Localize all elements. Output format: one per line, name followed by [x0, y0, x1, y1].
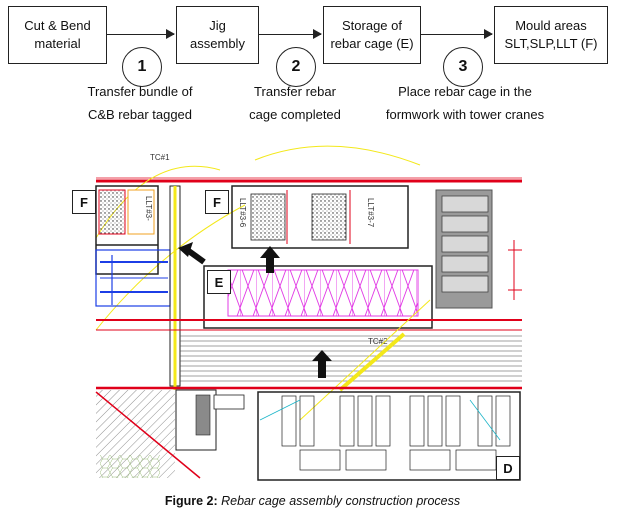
area-d-bays	[281, 395, 511, 471]
box-jig-line1: Jig	[209, 18, 226, 33]
llt-left-label: LLT#3-	[144, 196, 153, 221]
label-f-mid-text: F	[213, 194, 221, 210]
area-d	[257, 391, 521, 481]
step-3-number: 3	[458, 58, 468, 75]
box-mould-line1: Mould areas	[515, 18, 587, 33]
step-2-number: 2	[291, 58, 301, 75]
label-e: E	[207, 270, 231, 294]
step-1-caption-line1: Transfer bundle of	[87, 84, 193, 99]
box-mould-areas: Mould areas SLT,SLP,LLT (F)	[494, 6, 608, 64]
box-storage-line1: Storage of	[342, 18, 402, 33]
label-e-text: E	[214, 274, 224, 290]
box-mould-line2: SLT,SLP,LLT (F)	[504, 36, 598, 51]
step-2-circle: 2	[276, 47, 316, 87]
step-3-caption: Place rebar cage in the formwork with to…	[376, 80, 554, 126]
llt-mid-label: LLT#3-6	[238, 198, 247, 228]
tc1-label: TC#1	[150, 153, 170, 162]
arrow-up-low	[312, 350, 332, 378]
label-f-mid: F	[205, 190, 229, 214]
label-d: D	[496, 456, 520, 480]
box-cut-bend-line2: material	[34, 36, 81, 51]
box-cut-bend: Cut & Bend material	[8, 6, 107, 64]
crane-arc-top	[254, 145, 421, 166]
box-cut-bend-line1: Cut & Bend	[24, 18, 91, 33]
box-jig-assembly: Jig assembly	[176, 6, 259, 64]
flow-arrow-3	[421, 29, 493, 39]
hatch-band	[180, 335, 522, 382]
crane-arm-tc2	[338, 332, 406, 392]
step-3-caption-line1: Place rebar cage in the	[398, 84, 532, 99]
mould-area-left	[95, 185, 159, 275]
storage-area-e	[203, 265, 433, 329]
step-1-circle: 1	[122, 47, 162, 87]
arrow-up-left	[178, 242, 206, 265]
step-1-caption: Transfer bundle of C&B rebar tagged	[60, 80, 220, 126]
box-storage-line2: rebar cage (E)	[330, 36, 414, 51]
figure-caption-text: Rebar cage assembly construction process	[221, 494, 461, 508]
box-jig-line2: assembly	[190, 36, 245, 51]
step-2-caption-line2: cage completed	[249, 107, 341, 122]
tc2-label: TC#2	[368, 337, 388, 346]
figure-caption: Figure 2: Rebar cage assembly constructi…	[0, 494, 625, 508]
label-f-left: F	[72, 190, 96, 214]
step-2-caption: Transfer rebar cage completed	[225, 80, 365, 126]
arrow-up-mid	[260, 246, 280, 273]
box-storage: Storage of rebar cage (E)	[323, 6, 421, 64]
label-f-left-text: F	[80, 194, 88, 210]
step-1-number: 1	[137, 58, 147, 75]
flow-arrow-1	[107, 29, 175, 39]
step-3-circle: 3	[443, 47, 483, 87]
step-2-caption-line1: Transfer rebar	[254, 84, 336, 99]
step-3-caption-line2: formwork with tower cranes	[385, 107, 545, 122]
llt-right-label: LLT#3-7	[366, 198, 375, 228]
figure-caption-label: Figure 2:	[164, 494, 218, 508]
flow-arrow-2	[259, 29, 322, 39]
mould-area-mid	[231, 185, 409, 249]
label-d-text: D	[503, 460, 513, 476]
step-1-caption-line2: C&B rebar tagged	[87, 107, 193, 122]
